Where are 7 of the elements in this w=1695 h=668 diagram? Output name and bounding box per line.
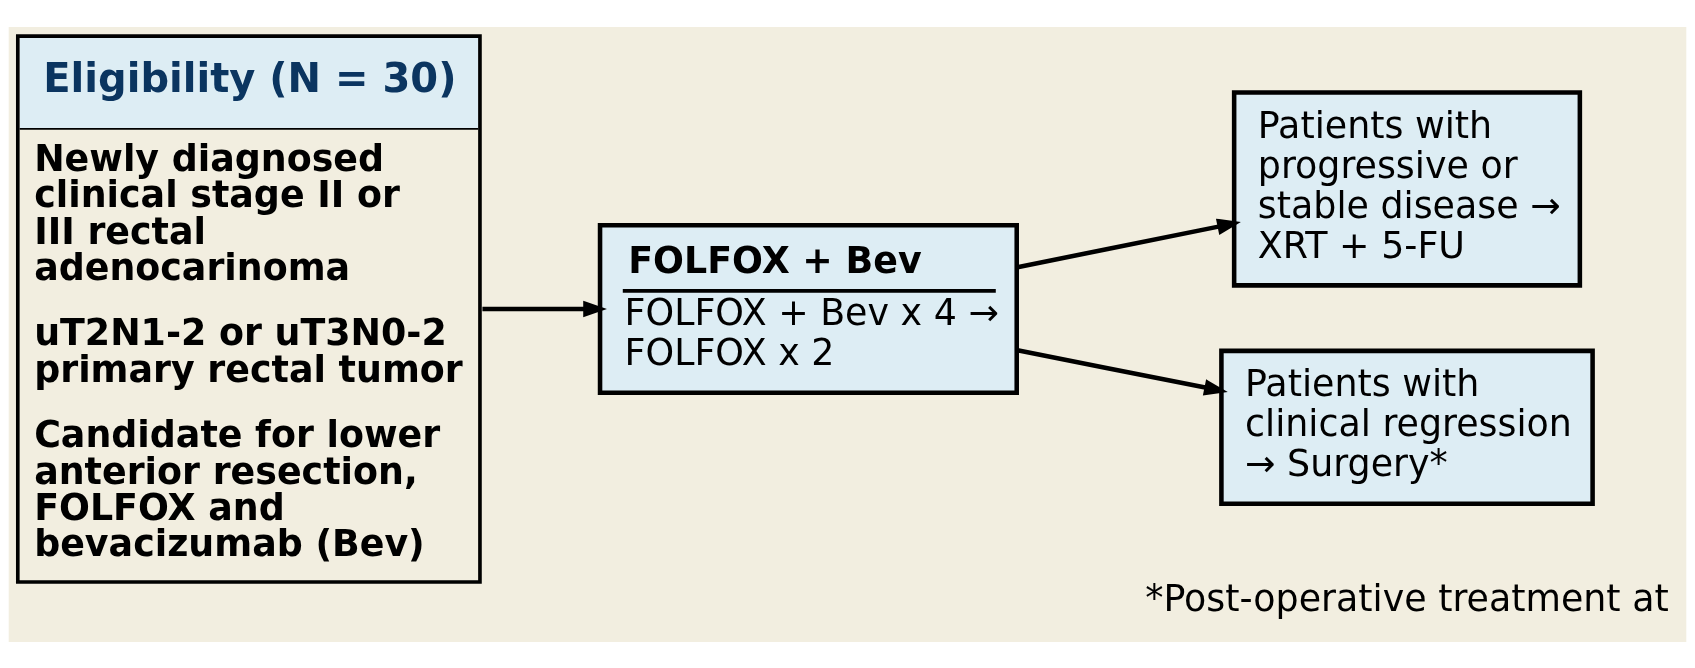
arrow: [1017, 218, 1241, 269]
node-box: Patients with clinical regression → Surgery*: [1219, 348, 1595, 506]
node-box: Patients with progressive or stable disease → XRT + 5-FU: [1231, 89, 1583, 288]
arrow: [1017, 347, 1228, 396]
node-box: FOLFOX + Bev FOLFOX + Bev x 4 → FOLFOX x 2: [597, 222, 1019, 395]
arrow: [482, 300, 607, 317]
label: *Post-operative treatment at: [1145, 576, 1669, 620]
